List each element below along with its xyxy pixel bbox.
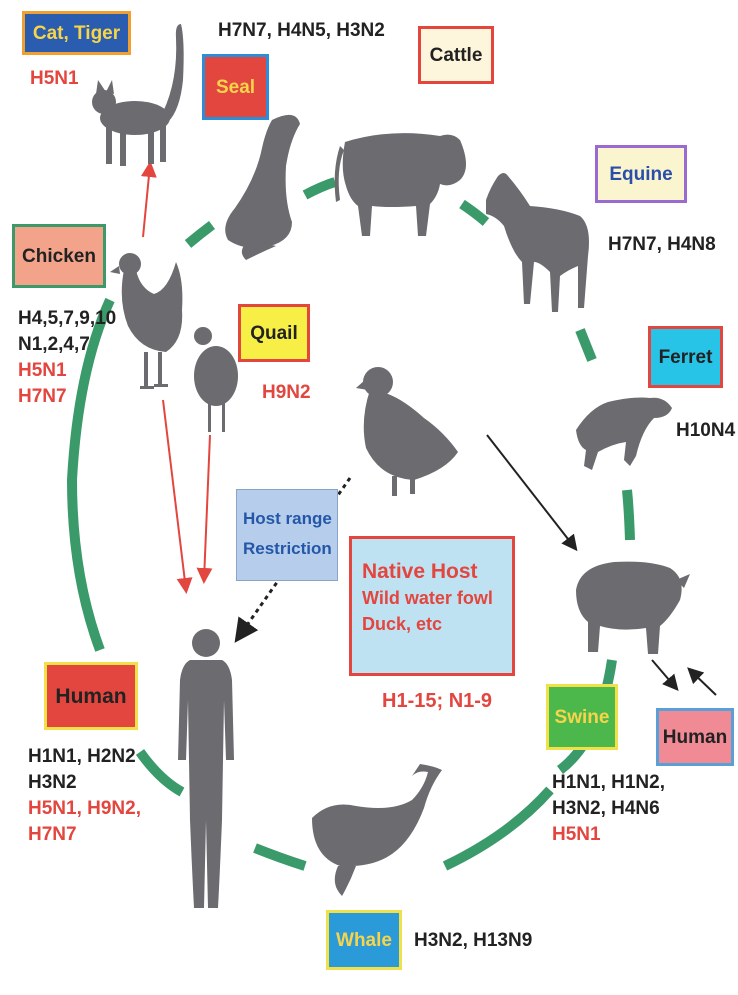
ferret-silhouette xyxy=(576,398,672,471)
cycle-segment-ferret-swine xyxy=(627,490,630,540)
human-strains: H1N1, H2N2 H3N2 H5N1, H9N2, H7N7 xyxy=(28,744,141,848)
equine-strains: H7N7, H4N8 xyxy=(608,232,716,258)
whale-label: Whale xyxy=(326,910,402,970)
human-label: Human xyxy=(44,662,138,730)
host-range-restriction-box: Host range Restriction xyxy=(236,489,338,581)
seal-strains: H7N7, H4N5, H3N2 xyxy=(218,18,385,44)
host-range-line-2: Restriction xyxy=(243,534,337,564)
swine-strain-line-2: H3N2, H4N6 xyxy=(552,796,665,822)
cattle-silhouette xyxy=(335,133,466,236)
arrow-swine-to-human xyxy=(652,660,676,688)
cycle-segment-human-lower xyxy=(140,752,182,792)
seal-silhouette xyxy=(225,115,300,260)
swine-strain-line-3: H5N1 xyxy=(552,822,665,848)
chicken-strain-h: H4,5,7,9,10 xyxy=(18,306,116,332)
chicken-strain-h7n7: H7N7 xyxy=(18,384,116,410)
cattle-label: Cattle xyxy=(418,26,494,84)
cycle-segment-whale-swine xyxy=(445,790,550,866)
arrow-chicken-to-cat xyxy=(143,165,150,237)
arrow-duck-to-swine xyxy=(487,435,575,548)
quail-silhouette xyxy=(194,327,238,432)
native-host-title: Native Host xyxy=(362,559,512,585)
cat-strains: H5N1 xyxy=(30,66,79,92)
quail-label: Quail xyxy=(238,304,310,362)
arrow-human-to-swine xyxy=(690,670,716,695)
native-host-line-2: Duck, etc xyxy=(362,611,512,637)
cycle-segment-cattle-equine xyxy=(462,204,486,222)
chicken-label: Chicken xyxy=(12,224,106,288)
human-strain-line-4: H7N7 xyxy=(28,822,141,848)
human-strain-line-3: H5N1, H9N2, xyxy=(28,796,141,822)
chicken-silhouette xyxy=(110,253,182,389)
equine-label: Equine xyxy=(595,145,687,203)
seal-label: Seal xyxy=(202,54,269,120)
native-host-line-1: Wild water fowl xyxy=(362,585,512,611)
ferret-label: Ferret xyxy=(648,326,723,388)
swine-strains: H1N1, H1N2, H3N2, H4N6 H5N1 xyxy=(552,770,665,848)
human-strain-line-2: H3N2 xyxy=(28,770,141,796)
human-silhouette xyxy=(178,629,234,908)
chicken-strains: H4,5,7,9,10 N1,2,4,7 H5N1 H7N7 xyxy=(18,306,116,410)
cat-tiger-label: Cat, Tiger xyxy=(22,11,131,55)
pig-silhouette xyxy=(576,562,690,654)
cycle-segment-equine-ferret xyxy=(580,330,592,360)
horse-silhouette xyxy=(486,173,589,312)
human-swine-label: Human xyxy=(656,708,734,766)
cycle-segment-human-whale xyxy=(255,848,305,866)
native-host-box: Native Host Wild water fowl Duck, etc xyxy=(349,536,515,676)
human-strain-line-1: H1N1, H2N2 xyxy=(28,744,141,770)
swine-strain-line-1: H1N1, H1N2, xyxy=(552,770,665,796)
duck-silhouette xyxy=(356,367,458,496)
ferret-strains: H10N4 xyxy=(676,418,735,444)
arrow-chicken-to-human xyxy=(163,400,186,590)
whale-silhouette xyxy=(312,764,442,896)
cycle-segment-chicken-seal xyxy=(188,225,212,244)
quail-strains: H9N2 xyxy=(262,380,311,406)
chicken-strain-h5n1: H5N1 xyxy=(18,358,116,384)
whale-strains: H3N2, H13N9 xyxy=(414,928,532,954)
cycle-segment-seal-cattle xyxy=(305,182,335,195)
host-range-line-1: Host range xyxy=(243,504,337,534)
arrow-quail-to-human xyxy=(204,435,210,580)
swine-label: Swine xyxy=(546,684,618,750)
native-host-strains: H1-15; N1-9 xyxy=(382,688,492,714)
chicken-strain-n: N1,2,4,7 xyxy=(18,332,116,358)
transmission-cycle xyxy=(72,182,630,866)
